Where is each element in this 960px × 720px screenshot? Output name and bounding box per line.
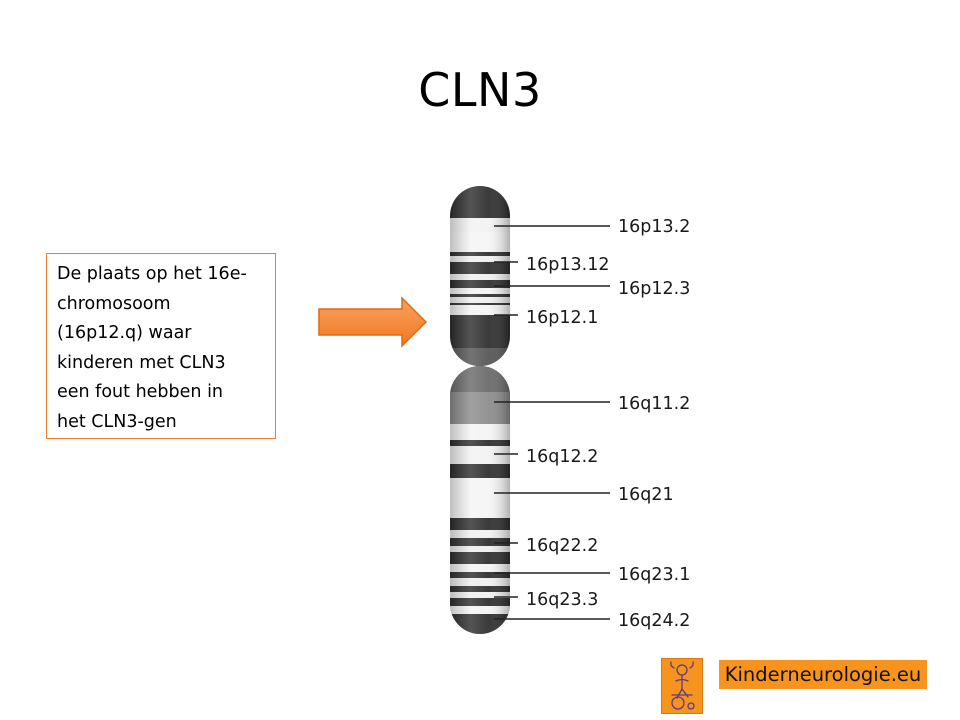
band-label-16q22-2: 16q22.2: [526, 536, 598, 556]
band-label-16p13-12: 16p13.12: [526, 255, 609, 275]
band-label-16q11-2: 16q11.2: [618, 394, 690, 414]
child-wheelchair-icon: [670, 661, 695, 710]
q-arm: [450, 366, 510, 634]
band-label-16q23-1: 16q23.1: [618, 565, 690, 585]
logo-wordmark: Kinderneurologie.eu: [719, 660, 927, 689]
logo-icon: [661, 658, 703, 714]
band-label-16q24-2: 16q24.2: [618, 611, 690, 631]
pointer-arrow-icon: [318, 296, 428, 348]
band-label-16p12-3: 16p12.3: [618, 279, 690, 299]
band-label-16q12-2: 16q12.2: [526, 447, 598, 467]
band-label-16p13-2: 16p13.2: [618, 217, 690, 237]
band-label-16q23-3: 16q23.3: [526, 590, 598, 610]
band-leader-lines: [494, 225, 610, 620]
band-label-16p12-1: 16p12.1: [526, 308, 598, 328]
callout-box: De plaats op het 16e- chromosoom (16p12.…: [46, 253, 276, 439]
slide-title: CLN3: [418, 63, 542, 117]
band-label-16q21: 16q21: [618, 485, 674, 505]
chromosome-16-ideogram: 16p13.2 16p13.12 16p12.3 16p12.1 16q11.2…: [450, 186, 690, 634]
p-arm: [450, 186, 510, 366]
